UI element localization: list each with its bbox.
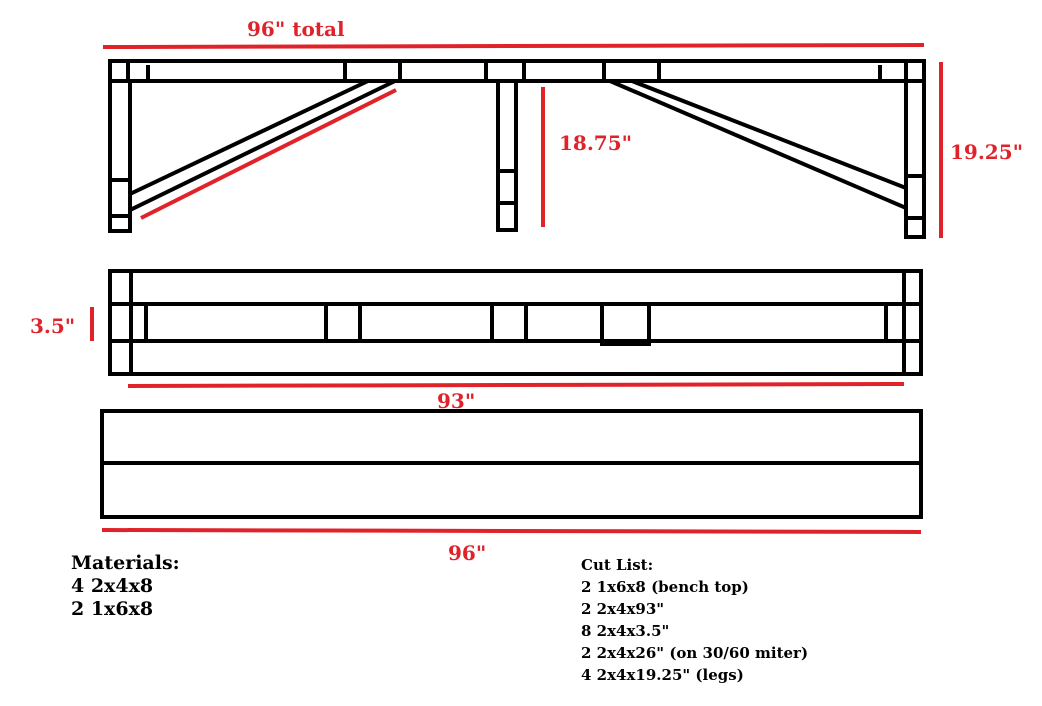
cleat-block [343,59,402,83]
materials-item: 2 1x6x8 [71,598,154,620]
overall-length-line [102,43,925,49]
cut-list-item: 8 2x4x3.5" [581,622,670,640]
cut-list-item: 2 2x4x26" (on 30/60 miter) [581,644,809,662]
materials-item: 4 2x4x8 [71,575,154,597]
spacer-block [884,302,923,343]
center-leg-height-label: 18.75" [559,131,633,155]
bench-top-view [100,409,923,519]
materials-heading: Materials: [71,552,180,574]
spacer-block [490,302,528,343]
spacer-block [324,302,362,343]
frame-outline [108,269,923,376]
cut-list-heading: Cut List: [581,556,654,574]
frame-top-view [108,269,923,376]
spacer-block [108,302,148,343]
spacer-block [600,302,651,346]
side-view-dimension-lines [102,43,943,238]
cut-list-item: 2 2x4x93" [581,600,665,618]
left-leg [108,79,132,233]
cut-list: Cut List: 2 1x6x8 (bench top) 2 2x4x93" … [581,554,808,686]
cut-list-item: 2 1x6x8 (bench top) [581,578,749,596]
left-brace [128,79,396,214]
side-view [108,59,926,239]
top-rail [108,59,926,83]
bench-top-dimension-lines [101,528,922,534]
center-leg [496,79,518,232]
end-leg-height-label: 19.25" [950,140,1024,164]
brace-length-line [140,88,397,220]
top-length-label: 96" [448,541,487,565]
rail-length-line [127,382,905,388]
board-width-label: 3.5" [30,314,76,338]
left-leg-block [108,178,132,218]
cut-list-item: 4 2x4x19.25" (legs) [581,666,744,684]
rail-length-label: 93" [437,389,476,413]
right-leg [904,79,926,239]
cleat-block [602,59,661,83]
cleat-block [484,59,526,83]
center-leg-block [496,169,518,205]
right-leg-block [904,174,926,220]
overall-length-label: 96" total [247,17,345,41]
right-brace [609,79,908,212]
frame-view-dimension-lines [90,307,905,388]
top-length-line [101,528,922,534]
materials-list: Materials: 4 2x4x8 2 1x6x8 [71,552,180,621]
